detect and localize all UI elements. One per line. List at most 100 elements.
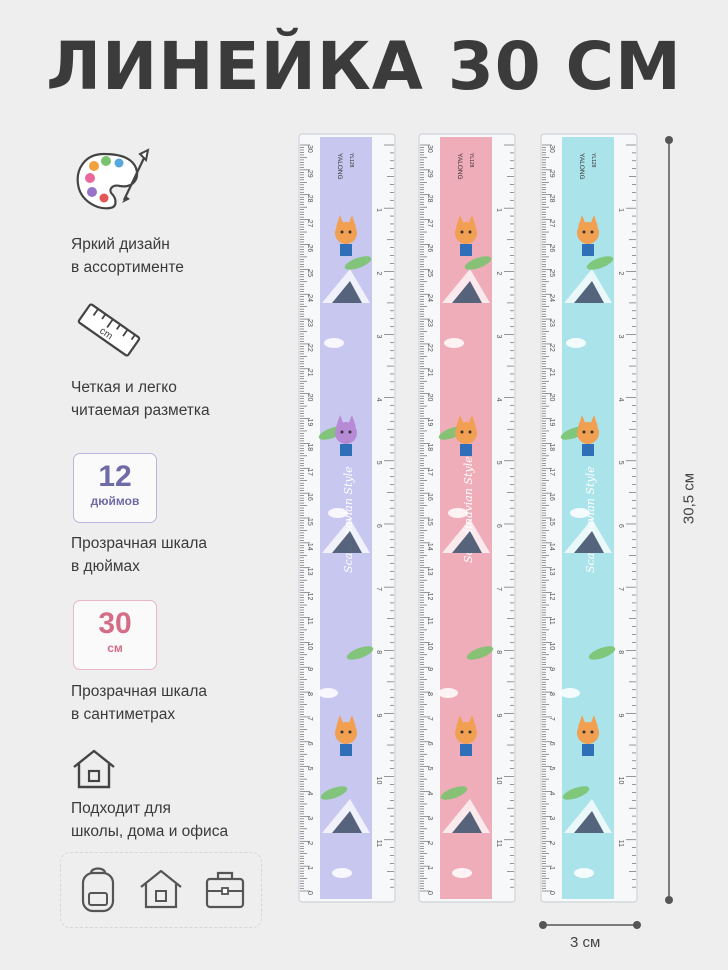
- svg-text:19: 19: [548, 419, 555, 427]
- inches-badge: 12 дюймов: [73, 453, 157, 523]
- svg-text:14: 14: [548, 543, 555, 551]
- svg-text:9: 9: [375, 713, 382, 717]
- svg-text:4: 4: [617, 398, 624, 402]
- svg-text:21: 21: [306, 369, 313, 377]
- svg-text:5: 5: [495, 461, 502, 465]
- svg-text:25: 25: [426, 269, 433, 277]
- svg-text:18: 18: [306, 443, 313, 451]
- svg-text:27: 27: [306, 220, 313, 228]
- svg-text:23: 23: [306, 319, 313, 327]
- height-label: 30,5 см: [680, 472, 698, 525]
- svg-text:2: 2: [548, 841, 555, 845]
- svg-text:14: 14: [306, 543, 313, 551]
- svg-text:3: 3: [375, 334, 382, 338]
- svg-text:26: 26: [426, 244, 433, 252]
- svg-text:1: 1: [548, 866, 555, 870]
- svg-text:9: 9: [617, 713, 624, 717]
- svg-text:12: 12: [306, 593, 313, 601]
- svg-text:26: 26: [548, 244, 555, 252]
- svg-text:13: 13: [426, 568, 433, 576]
- svg-text:5: 5: [375, 461, 382, 465]
- svg-text:15: 15: [306, 518, 313, 526]
- height-dimension-line: [665, 136, 673, 904]
- svg-text:23: 23: [548, 319, 555, 327]
- svg-text:19: 19: [306, 419, 313, 427]
- svg-text:17: 17: [306, 468, 313, 476]
- svg-text:2: 2: [495, 271, 502, 275]
- svg-text:7: 7: [617, 587, 624, 591]
- svg-text:21: 21: [426, 369, 433, 377]
- svg-text:11: 11: [375, 840, 382, 847]
- svg-text:26: 26: [306, 244, 313, 252]
- svg-text:5: 5: [306, 767, 313, 771]
- svg-text:13: 13: [548, 568, 555, 576]
- svg-text:2: 2: [375, 271, 382, 275]
- svg-text:YALONG: YALONG: [456, 153, 463, 180]
- svg-text:21: 21: [548, 369, 555, 377]
- svg-text:3: 3: [426, 816, 433, 820]
- svg-text:4: 4: [495, 398, 502, 402]
- svg-text:3: 3: [617, 334, 624, 338]
- svg-text:22: 22: [306, 344, 313, 352]
- svg-text:30: 30: [426, 145, 433, 153]
- svg-text:30: 30: [306, 145, 313, 153]
- svg-text:18: 18: [426, 443, 433, 451]
- feature-cm: Прозрачная шкала в сантиметрах: [71, 683, 208, 723]
- svg-text:24: 24: [548, 294, 555, 302]
- svg-text:YL128: YL128: [468, 153, 474, 168]
- svg-text:20: 20: [548, 394, 555, 402]
- svg-text:4: 4: [375, 398, 382, 402]
- svg-text:1: 1: [375, 208, 382, 212]
- svg-text:8: 8: [617, 650, 624, 654]
- svg-text:9: 9: [306, 667, 313, 671]
- svg-text:10: 10: [495, 777, 502, 785]
- svg-text:12: 12: [426, 593, 433, 601]
- feature-markings: Четкая и легко читаемая разметка: [71, 379, 210, 419]
- svg-text:15: 15: [548, 518, 555, 526]
- svg-text:25: 25: [548, 269, 555, 277]
- svg-text:10: 10: [375, 777, 382, 785]
- svg-text:14: 14: [426, 543, 433, 551]
- svg-text:6: 6: [426, 742, 433, 746]
- svg-text:25: 25: [306, 269, 313, 277]
- svg-text:12: 12: [548, 593, 555, 601]
- svg-text:13: 13: [306, 568, 313, 576]
- svg-text:8: 8: [495, 650, 502, 654]
- svg-text:YL128: YL128: [348, 153, 354, 168]
- svg-text:10: 10: [306, 642, 313, 650]
- svg-text:23: 23: [426, 319, 433, 327]
- svg-text:17: 17: [426, 468, 433, 476]
- svg-text:7: 7: [495, 587, 502, 591]
- svg-text:11: 11: [495, 840, 502, 847]
- svg-text:9: 9: [548, 667, 555, 671]
- svg-text:YALONG: YALONG: [336, 153, 343, 180]
- svg-text:6: 6: [306, 742, 313, 746]
- usage-icons-strip: [60, 852, 262, 928]
- svg-text:2: 2: [617, 271, 624, 275]
- svg-text:24: 24: [426, 294, 433, 302]
- svg-text:4: 4: [426, 792, 433, 796]
- svg-text:11: 11: [306, 617, 313, 624]
- svg-text:YALONG: YALONG: [578, 153, 585, 180]
- svg-text:7: 7: [548, 717, 555, 721]
- svg-text:29: 29: [306, 170, 313, 178]
- backpack-icon: [81, 867, 115, 913]
- svg-text:28: 28: [306, 195, 313, 203]
- svg-text:2: 2: [306, 841, 313, 845]
- svg-text:28: 28: [548, 195, 555, 203]
- svg-text:6: 6: [495, 524, 502, 528]
- svg-text:8: 8: [426, 692, 433, 696]
- svg-text:7: 7: [426, 717, 433, 721]
- svg-text:YL128: YL128: [590, 153, 596, 168]
- svg-text:3: 3: [306, 816, 313, 820]
- svg-text:Scandinavian Style: Scandinavian Style: [584, 466, 597, 573]
- svg-text:30: 30: [548, 145, 555, 153]
- svg-text:8: 8: [548, 692, 555, 696]
- width-label: 3 см: [570, 934, 601, 951]
- svg-text:11: 11: [548, 617, 555, 624]
- briefcase-icon: [205, 871, 245, 909]
- page-title: ЛИНЕЙКА 30 СМ: [46, 28, 682, 105]
